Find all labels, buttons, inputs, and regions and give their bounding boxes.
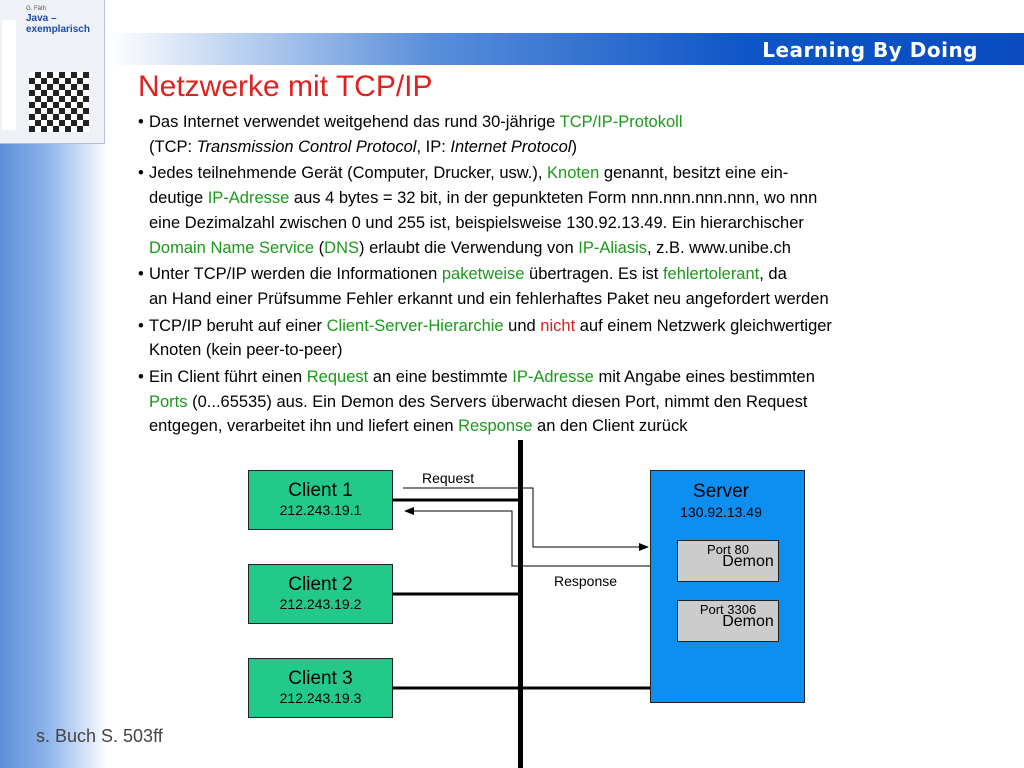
bullet-item: Jedes teilnehmende Gerät (Computer, Druc… [136,161,976,260]
client-ip: 212.243.19.2 [279,596,362,612]
bullet-text: , da [759,265,787,284]
bullet-text: an den Client zurück [532,417,688,436]
highlight-term: Ports [149,392,188,411]
book-author: G. Fäth [26,6,47,12]
highlight-term: fehlertolerant [662,265,760,284]
bullet-text: an Hand einer Prüfsumme Fehler erkannt u… [149,289,829,308]
client-name: Client 3 [288,668,353,689]
highlight-term: IP-Adresse [207,189,290,208]
book-cover-image: G. Fäth Java – exemplarisch [0,0,105,144]
bullet-text: mit Angabe eines bestimmten [593,368,815,387]
header-banner: Learning By Doing [108,33,1024,65]
bullet-text: ) erlaubt die Verwendung von [359,238,579,257]
bullet-text: Jedes teilnehmende Gerät (Computer, Druc… [149,164,548,183]
bullet-text: deutige [149,189,208,208]
bullet-text: TCP/IP beruht auf einer [149,316,327,335]
emphasis-term: nicht [540,316,576,335]
bullet-text: Knoten (kein peer-to-peer) [149,341,343,360]
client-2-box: Client 2 212.243.19.2 [248,564,393,624]
bullet-item: Ein Client führt einen Request an eine b… [136,365,976,439]
request-label: Request [422,470,475,486]
request-arrow [403,487,649,551]
bullet-text: auf einem Netzwerk gleichwertiger [575,316,832,335]
server-name: Server [693,481,749,502]
server-ip: 130.92.13.49 [680,504,762,520]
book-title: Java – exemplarisch [26,13,90,35]
demon-name: Demon [722,613,774,630]
bullet-text: Das Internet verwendet weitgehend das ru… [149,113,560,131]
demon-port-3306-box: Demon Port 3306 [677,600,779,642]
bullet-text: aus 4 bytes = 32 bit, in der gepunkteten… [289,189,818,208]
italic-term: Transmission Control Protocol [196,137,417,156]
bullet-text: an eine bestimmte [368,368,513,387]
bullet-text: , z.B. www.unibe.ch [647,238,791,257]
response-arrow [404,507,650,567]
highlight-term: Knoten [547,164,600,183]
highlight-term: Request [306,368,369,387]
demon-port: Port 80 [707,542,749,557]
highlight-term: Response [458,417,533,436]
chessboard-icon [29,72,89,132]
demon-name: Demon [722,553,774,570]
client-name: Client 2 [288,574,353,595]
highlight-term: IP-Adresse [512,368,594,387]
highlight-term: TCP/IP-Protokoll [559,113,683,131]
highlight-term: IP-Aliasis [578,238,647,257]
response-label: Response [554,573,618,589]
book-spine [2,20,16,130]
bullet-item: Das Internet verwendet weitgehend das ru… [136,110,976,159]
bullet-item: Unter TCP/IP werden die Informationen pa… [136,262,976,311]
slide-title: Netzwerke mit TCP/IP [138,70,433,103]
client-3-box: Client 3 212.243.19.3 [248,658,393,718]
bullet-text: und [503,316,541,335]
banner-title: Learning By Doing [762,38,978,62]
highlight-term: paketweise [441,265,525,284]
highlight-term: Client-Server-Hierarchie [326,316,504,335]
bullet-text: eine Dezimalzahl zwischen 0 und 255 ist,… [149,213,804,232]
bullet-text: übertragen. Es ist [524,265,663,284]
bullet-text: entgegen, verarbeitet ihn und liefert ei… [149,417,459,436]
bullet-item: TCP/IP beruht auf einer Client-Server-Hi… [136,314,976,363]
bullet-text: (0...65535) aus. Ein Demon des Servers ü… [187,392,808,411]
bullet-text: , IP: [416,137,451,156]
demon-port-80-box: Demon Port 80 [677,540,779,582]
demon-port: Port 3306 [699,602,757,617]
book-reference: s. Buch S. 503ff [36,726,163,746]
bullet-text: genannt, besitzt eine ein- [599,164,789,183]
client-name: Client 1 [288,480,353,501]
bullet-text: (TCP: [149,137,197,156]
client-ip: 212.243.19.1 [279,502,362,518]
bullet-list: Das Internet verwendet weitgehend das ru… [136,110,976,441]
bullet-text: Ein Client führt einen [149,368,307,387]
network-bus [518,440,523,768]
highlight-term: DNS [324,238,359,257]
server-box: Server 130.92.13.49 Demon Port 80 Demon … [650,470,805,703]
client-1-box: Client 1 212.243.19.1 [248,470,393,530]
italic-term: Internet Protocol [450,137,572,156]
bullet-text: ) [571,137,577,156]
bullet-text: Unter TCP/IP werden die Informationen [149,265,442,284]
client-ip: 212.243.19.3 [279,690,362,706]
highlight-term: Domain Name Service [149,238,315,257]
bullet-text: ( [314,238,325,257]
